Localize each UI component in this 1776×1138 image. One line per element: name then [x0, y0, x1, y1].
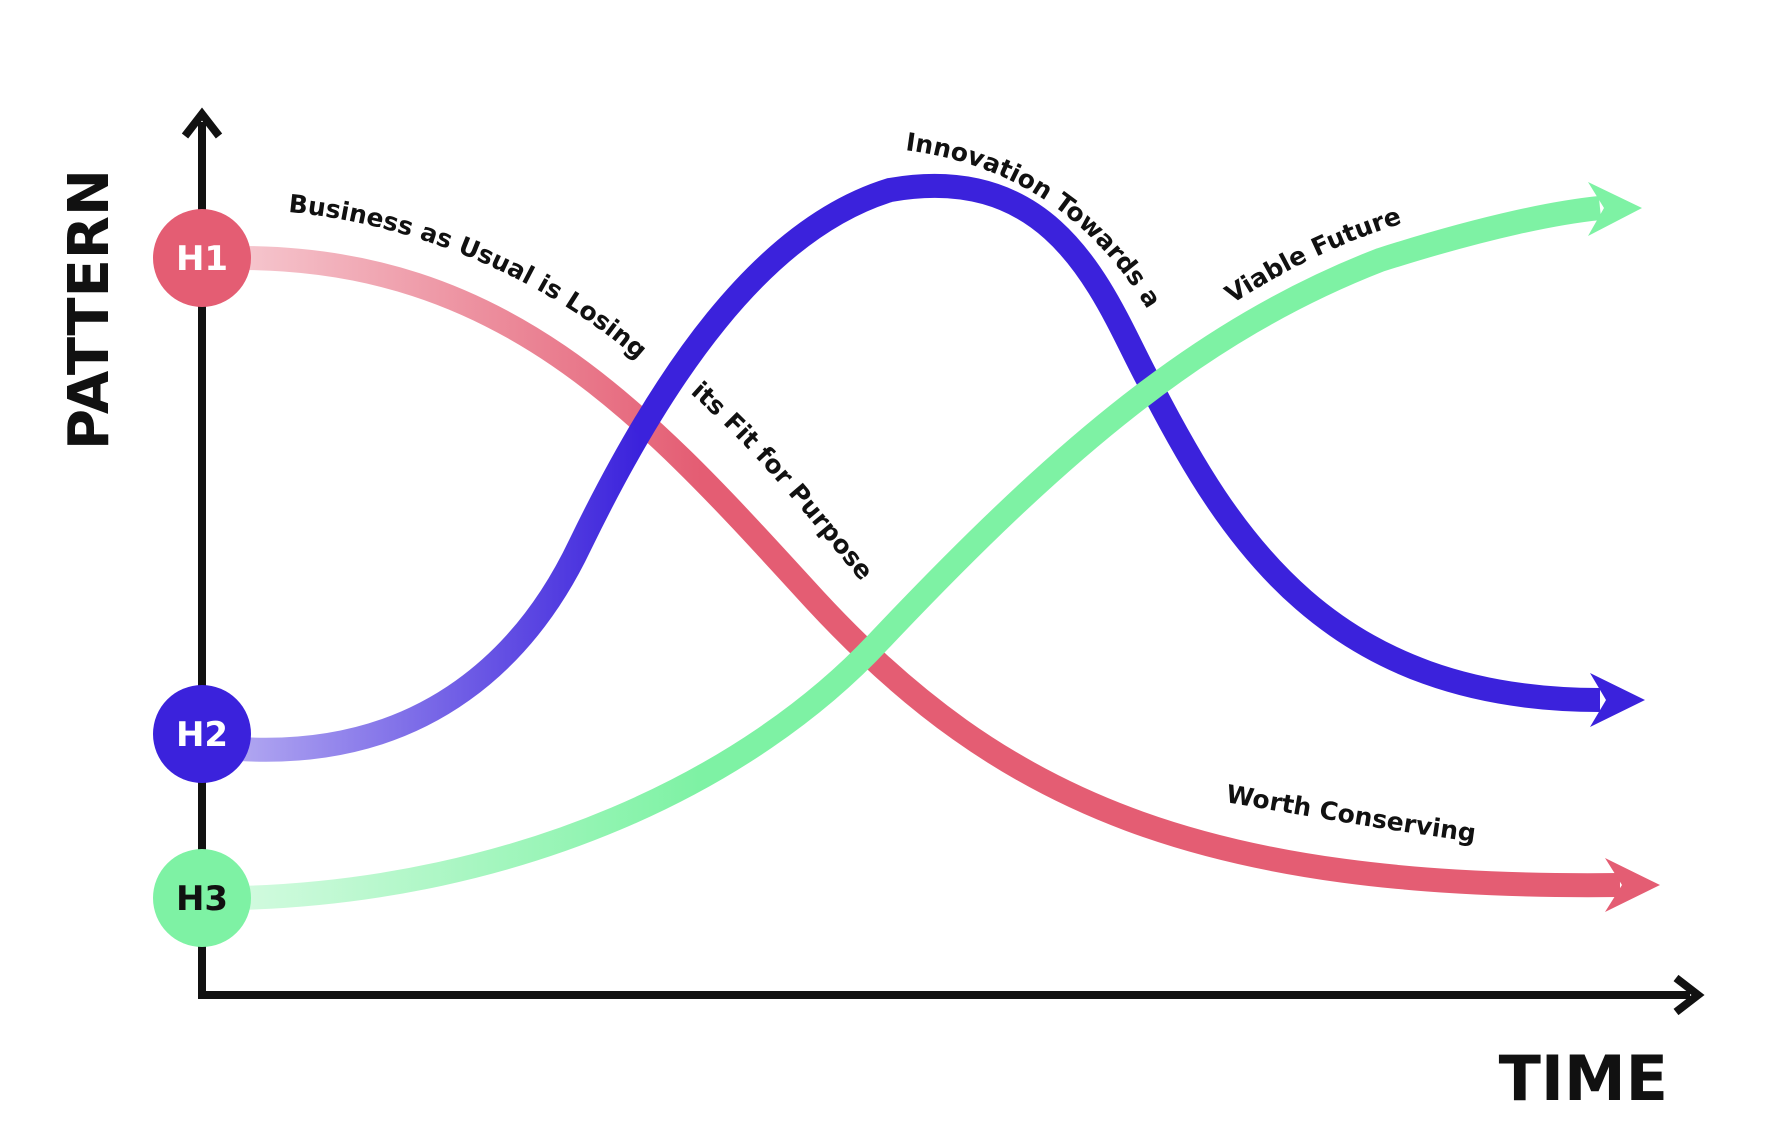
h3-curve-path — [239, 196, 1602, 910]
h2-curve-path — [239, 173, 1601, 762]
h3-node-label: H3 — [176, 879, 228, 919]
h2-node: H2 — [153, 685, 251, 783]
y-axis-arrowhead — [181, 107, 223, 139]
h1-curve — [239, 246, 1660, 912]
x-axis — [198, 974, 1705, 1016]
y-axis-title: PATTERN — [57, 169, 122, 450]
x-axis-arrowhead — [1673, 974, 1705, 1016]
h1-node-label: H1 — [176, 239, 228, 279]
h2-node-label: H2 — [176, 715, 228, 755]
h3-arrowhead — [1588, 182, 1642, 236]
h3-node: H3 — [153, 849, 251, 947]
h3-node-circle — [153, 849, 251, 947]
h1-node: H1 — [153, 209, 251, 307]
h1-arrowhead — [1605, 858, 1660, 912]
h2-node-circle — [153, 685, 251, 783]
h1-caption-part3: Worth Conserving — [1224, 779, 1478, 848]
x-axis-title: TIME — [1499, 1042, 1668, 1115]
h2-curve — [239, 173, 1645, 762]
h3-curve — [239, 182, 1642, 910]
h2-arrowhead — [1590, 673, 1645, 727]
h1-node-circle — [153, 209, 251, 307]
h1-curve-path — [239, 246, 1621, 898]
